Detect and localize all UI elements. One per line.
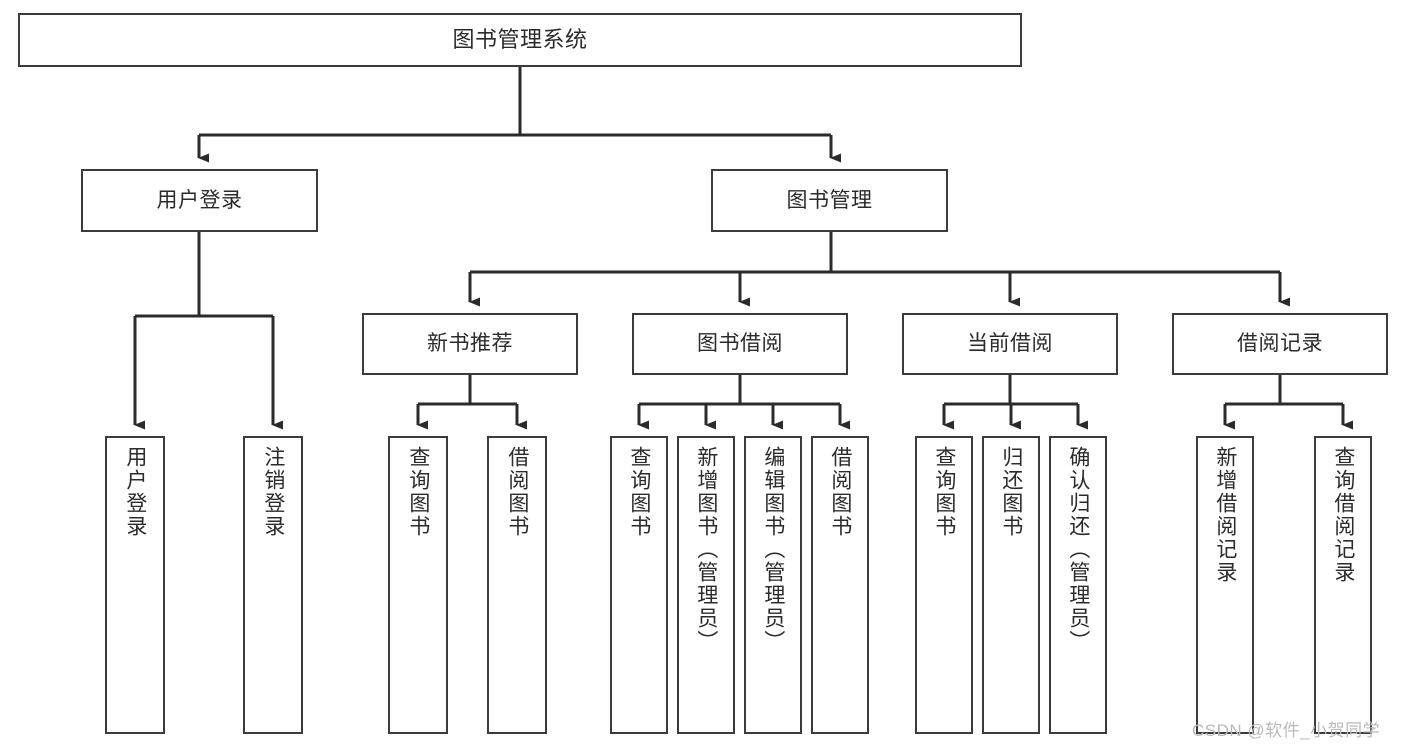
node-label: 用户登录: [156, 188, 243, 212]
node-current-borrow[interactable]: 当前借阅: [902, 313, 1118, 375]
node-label: 新书推荐: [427, 332, 513, 356]
node-label: 借阅记录: [1237, 332, 1323, 356]
leaf-query-book-borrow[interactable]: 查询图书: [610, 436, 668, 734]
node-label: 编辑图书（管理员）: [761, 446, 785, 653]
node-label: 新增借阅记录: [1213, 446, 1237, 584]
node-label: 借阅图书: [505, 446, 529, 538]
node-label: 用户登录: [123, 446, 147, 538]
node-label: 图书管理: [786, 188, 873, 212]
node-label: 归还图书: [999, 446, 1023, 538]
leaf-query-book-newbook[interactable]: 查询图书: [388, 436, 448, 734]
node-label: 查询图书: [406, 446, 430, 538]
node-label: 查询借阅记录: [1331, 446, 1355, 584]
leaf-query-book-current[interactable]: 查询图书: [915, 436, 973, 734]
leaf-confirm-return-admin[interactable]: 确认归还（管理员）: [1049, 436, 1107, 734]
leaf-return-book[interactable]: 归还图书: [982, 436, 1040, 734]
leaf-query-borrow-record[interactable]: 查询借阅记录: [1314, 436, 1372, 734]
node-label: 当前借阅: [967, 332, 1053, 356]
leaf-user-login[interactable]: 用户登录: [105, 436, 165, 734]
node-label: 图书借阅: [697, 332, 783, 356]
leaf-edit-book-admin[interactable]: 编辑图书（管理员）: [744, 436, 802, 734]
leaf-add-book-admin[interactable]: 新增图书（管理员）: [677, 436, 735, 734]
node-label: 新增图书（管理员）: [694, 446, 718, 653]
node-label: 查询图书: [627, 446, 651, 538]
node-new-book-recommend[interactable]: 新书推荐: [362, 313, 578, 375]
leaf-logout[interactable]: 注销登录: [243, 436, 303, 734]
node-borrow-records[interactable]: 借阅记录: [1172, 313, 1388, 375]
leaf-add-borrow-record[interactable]: 新增借阅记录: [1196, 436, 1254, 734]
node-book-management[interactable]: 图书管理: [711, 169, 948, 232]
watermark-text: CSDN @软件_小贺同学: [1192, 721, 1381, 740]
node-label: 确认归还（管理员）: [1066, 446, 1090, 653]
leaf-borrow-book-newbook[interactable]: 借阅图书: [487, 436, 547, 734]
node-label: 注销登录: [261, 446, 285, 538]
node-label: 借阅图书: [828, 446, 852, 538]
node-label: 图书管理系统: [452, 26, 588, 52]
node-user-login[interactable]: 用户登录: [81, 169, 318, 232]
leaf-borrow-book[interactable]: 借阅图书: [811, 436, 869, 734]
node-book-borrow[interactable]: 图书借阅: [632, 313, 848, 375]
node-label: 查询图书: [932, 446, 956, 538]
node-book-management-system[interactable]: 图书管理系统: [18, 13, 1022, 67]
